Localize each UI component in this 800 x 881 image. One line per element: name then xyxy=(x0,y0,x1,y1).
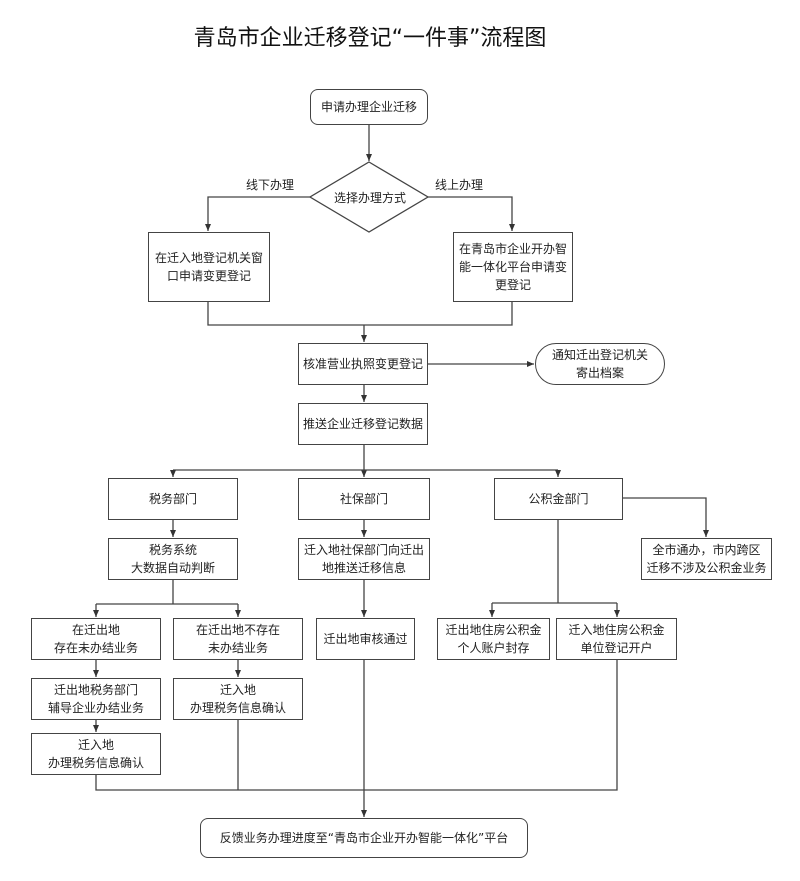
social-push-node: 迁入地社保部门向迁出 地推送迁移信息 xyxy=(298,538,430,580)
offline-node: 在迁入地登记机关窗 口申请变更登记 xyxy=(148,232,270,302)
push-node: 推送企业迁移登记数据 xyxy=(298,403,428,445)
tax-pending-node: 在迁出地 存在未办结业务 xyxy=(31,618,161,660)
fund-in-node: 迁入地住房公积金 单位登记开户 xyxy=(556,618,677,660)
start-node: 申请办理企业迁移 xyxy=(310,89,428,125)
offline-label: 线下办理 xyxy=(246,178,295,192)
approve-node: 核准营业执照变更登记 xyxy=(298,343,428,385)
fund-city-node: 全市通办，市内跨区 迁移不涉及公积金业务 xyxy=(641,538,772,580)
tax-system-node: 税务系统 大数据自动判断 xyxy=(108,538,238,580)
diagram-title: 青岛市企业迁移登记“一件事”流程图 xyxy=(193,26,547,51)
online-node: 在青岛市企业开办智 能一体化平台申请变 更登记 xyxy=(453,232,573,302)
social-node: 社保部门 xyxy=(298,478,430,520)
social-pass-node: 迁出地审核通过 xyxy=(316,618,415,660)
online-label: 线上办理 xyxy=(435,178,484,192)
decision-diamond xyxy=(308,161,430,233)
fund-node: 公积金部门 xyxy=(494,478,623,520)
tax-confirm-b-node: 迁入地 办理税务信息确认 xyxy=(173,678,303,720)
decision-text: 选择办理方式 xyxy=(334,191,407,205)
feedback-node: 反馈业务办理进度至“青岛市企业开办智能一体化”平台 xyxy=(200,818,528,858)
fund-out-node: 迁出地住房公积金 个人账户封存 xyxy=(437,618,550,660)
tax-confirm-a-node: 迁入地 办理税务信息确认 xyxy=(31,733,161,775)
tax-guide-node: 迁出地税务部门 辅导企业办结业务 xyxy=(31,678,161,720)
tax-node: 税务部门 xyxy=(108,478,238,520)
notify-node: 通知迁出登记机关 寄出档案 xyxy=(535,343,665,385)
tax-none-node: 在迁出地不存在 未办结业务 xyxy=(173,618,303,660)
